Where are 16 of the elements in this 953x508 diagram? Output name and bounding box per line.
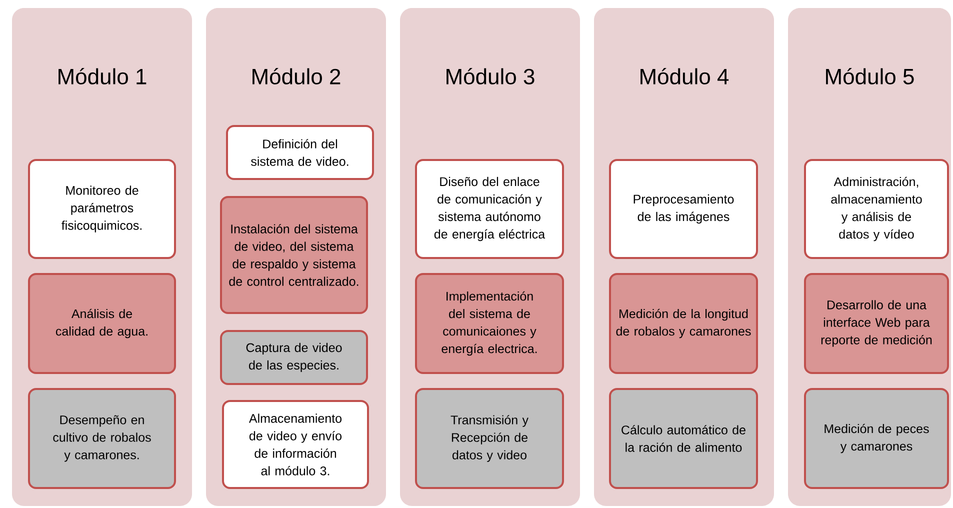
task-box: Preprocesamiento de las imágenes (609, 159, 758, 259)
task-box: Análisis de calidad de agua. (28, 273, 176, 374)
task-box: Definición del sistema de video. (226, 125, 374, 180)
task-box: Transmisión y Recepción de datos y video (415, 388, 564, 489)
task-box: Medición de la longitud de robalos y camarones (609, 273, 758, 374)
task-box: Implementación del sistema de comunicaiones y energía electrica. (415, 273, 564, 374)
task-box: Desarrollo de una interface Web para reporte de medición (804, 273, 949, 374)
task-box: Captura de video de las especies. (220, 330, 368, 385)
task-box: Cálculo automático de la ración de alimento (609, 388, 758, 489)
task-box: Desempeño en cultivo de robalos y camarones. (28, 388, 176, 489)
task-box: Almacenamiento de video y envío de información al módulo 3. (222, 400, 369, 489)
task-box: Medición de peces y camarones (804, 388, 949, 489)
task-box: Diseño del enlace de comunicación y sistema autónomo de energía eléctrica (415, 159, 564, 259)
task-box: Monitoreo de parámetros fisicoquimicos. (28, 159, 176, 259)
task-box: Administración, almacenamiento y análisis de datos y vídeo (804, 159, 949, 259)
task-box: Instalación del sistema de video, del sistema de respaldo y sistema de control centralizado. (220, 196, 368, 314)
